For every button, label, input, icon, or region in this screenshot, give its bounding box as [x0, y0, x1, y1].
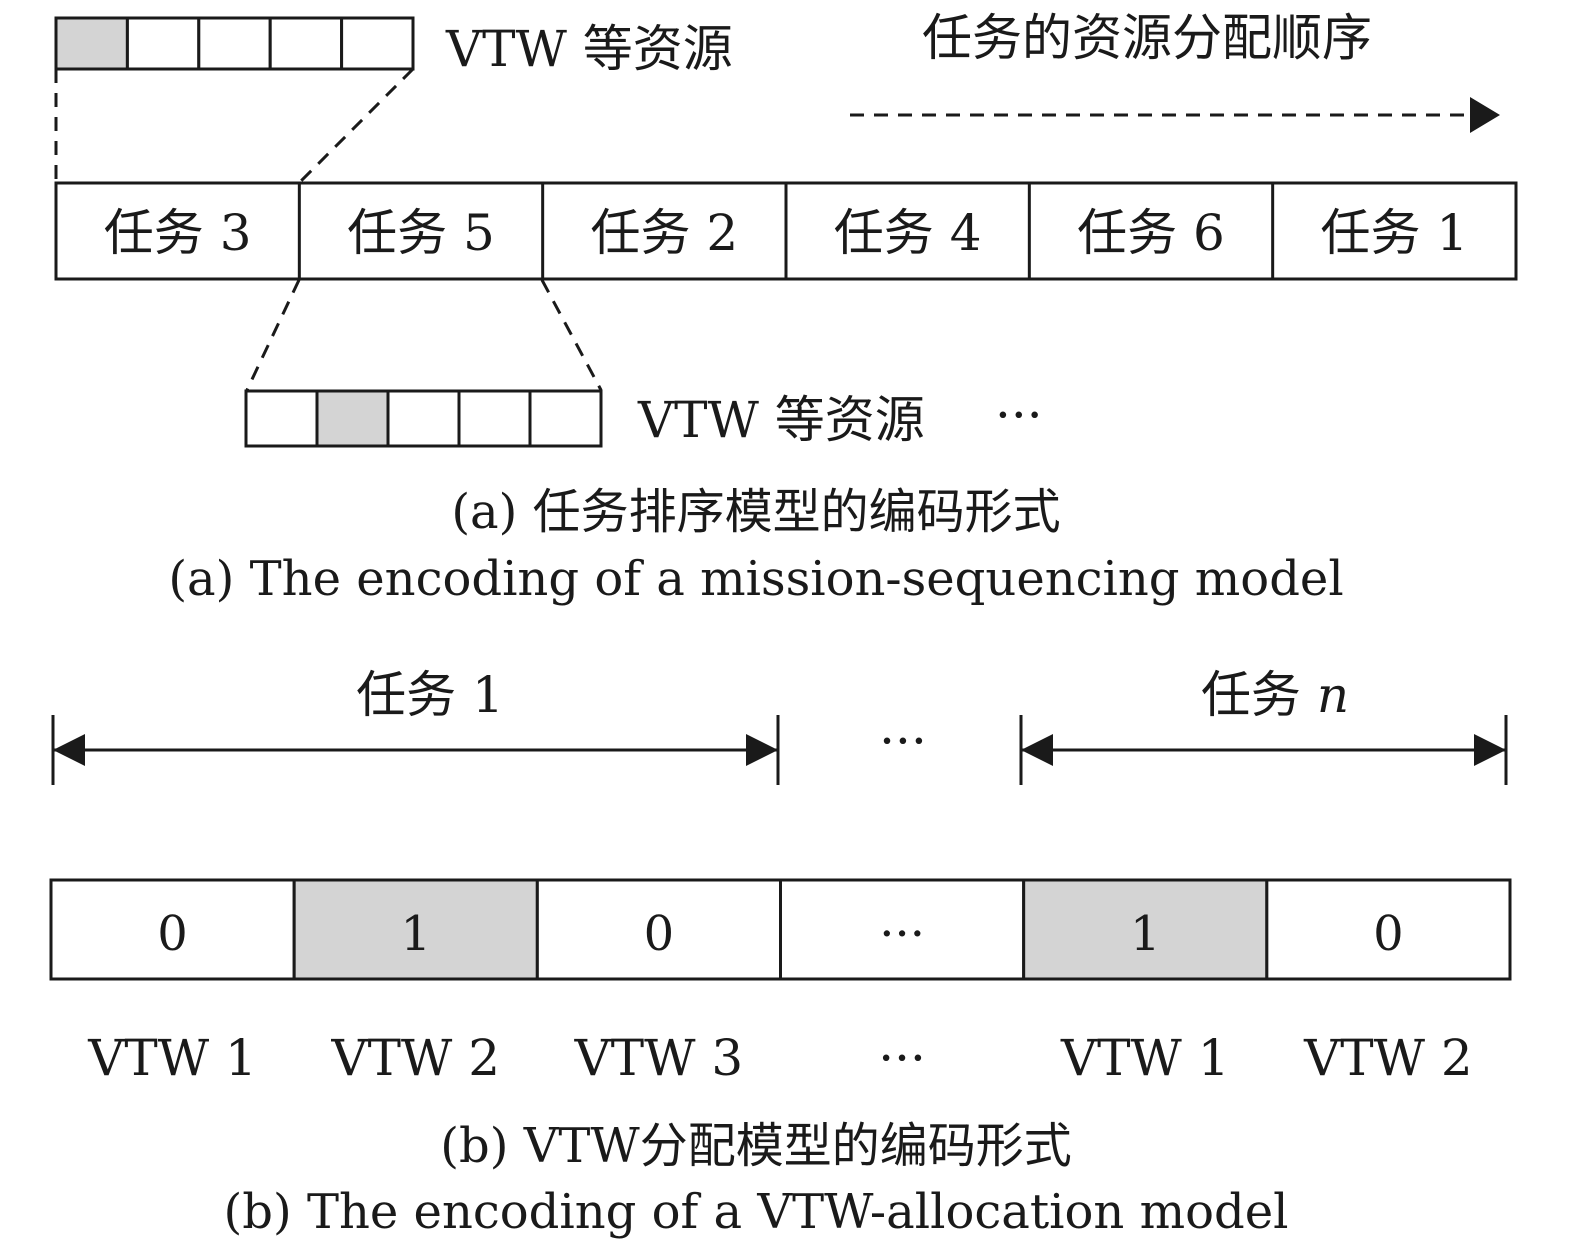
bottom-resource-cell	[457, 389, 532, 448]
vtw-label: VTW 3	[574, 1029, 744, 1087]
task-last-span-left-arrow-icon	[1021, 734, 1053, 766]
vtw-bit-row-frame	[49, 878, 1512, 981]
vtw-labels: VTW 1 VTW 2 VTW 3 ··· VTW 1 VTW 2	[87, 1029, 1472, 1087]
task-last-span-label: 任务 n	[1201, 666, 1349, 724]
bottom-resource-ellipsis: ···	[995, 386, 1043, 444]
top-resource-cell	[268, 16, 344, 71]
vtw-label: VTW 1	[87, 1029, 257, 1087]
caption-a-zh: (a) 任务排序模型的编码形式	[451, 484, 1060, 540]
connector-dashed-lower-left	[245, 279, 301, 391]
vtw-bit-value: 1	[1130, 906, 1161, 962]
vtw-bit-value: 0	[644, 906, 675, 962]
caption-b-zh: (b) VTW分配模型的编码形式	[440, 1118, 1071, 1174]
vtw-bit-value: 1	[400, 906, 431, 962]
part-b-vtw-allocation: 任务 1 ··· 任务 n 0 1 0 ··· 1 0 VTW 1 VTW 2 VTW 3 ··…	[49, 666, 1512, 1240]
vtw-bit-cell	[1022, 878, 1269, 981]
bottom-resource-cell	[528, 389, 603, 448]
bottom-resource-cell	[244, 389, 319, 448]
top-resource-cell	[340, 16, 415, 71]
bottom-resource-strip	[244, 389, 603, 448]
task-cell-label: 任务 2	[590, 204, 738, 262]
vtw-label: ···	[878, 1029, 926, 1087]
task-cell-label: 任务 5	[347, 204, 495, 262]
allocation-order-label: 任务的资源分配顺序	[922, 9, 1372, 67]
task-row: 任务 3 任务 5 任务 2 任务 4 任务 6 任务 1	[104, 183, 1468, 279]
task-cell-label: 任务 6	[1077, 204, 1225, 262]
vtw-bit-value: 0	[157, 906, 188, 962]
vtw-label: VTW 1	[1060, 1029, 1230, 1087]
task-first-span-label: 任务 1	[356, 666, 504, 724]
top-resource-cell	[54, 16, 129, 71]
task-cell-label: 任务 1	[1320, 204, 1468, 262]
top-resource-label: VTW 等资源	[445, 20, 733, 78]
task-cell-label: 任务 3	[104, 204, 252, 262]
top-resource-cell	[125, 16, 201, 71]
top-resource-strip	[54, 16, 415, 71]
connector-dashed-lower-right	[540, 279, 603, 391]
task-first-span-right-arrow-icon	[746, 734, 778, 766]
top-resource-cell	[197, 16, 272, 71]
task-cell-label: 任务 4	[834, 204, 982, 262]
connector-dashed-right	[298, 67, 415, 184]
vtw-bit-value: ···	[879, 906, 925, 962]
bottom-resource-label: VTW 等资源	[637, 391, 925, 449]
allocation-order-arrowhead-icon	[1470, 97, 1500, 133]
caption-b-en: (b) The encoding of a VTW-allocation mod…	[224, 1184, 1289, 1240]
task-last-span-right-arrow-icon	[1474, 734, 1506, 766]
bottom-resource-cell	[386, 389, 461, 448]
caption-a-en: (a) The encoding of a mission-sequencing…	[168, 551, 1343, 607]
vtw-label: VTW 2	[330, 1029, 500, 1087]
bottom-resource-cell	[315, 389, 390, 448]
vtw-label: VTW 2	[1303, 1029, 1473, 1087]
span-ellipsis: ···	[879, 712, 927, 770]
vtw-bit-row: 0 1 0 ··· 1 0	[49, 878, 1512, 981]
task-first-span-left-arrow-icon	[53, 734, 85, 766]
vtw-bit-value: 0	[1373, 906, 1404, 962]
